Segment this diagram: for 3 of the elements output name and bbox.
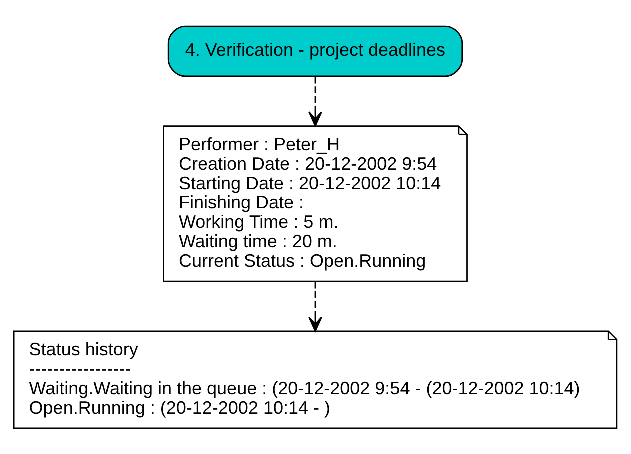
arrow [308,76,322,126]
node-box: 4. Verification - project deadlines [168,25,464,77]
arrow [308,281,322,332]
